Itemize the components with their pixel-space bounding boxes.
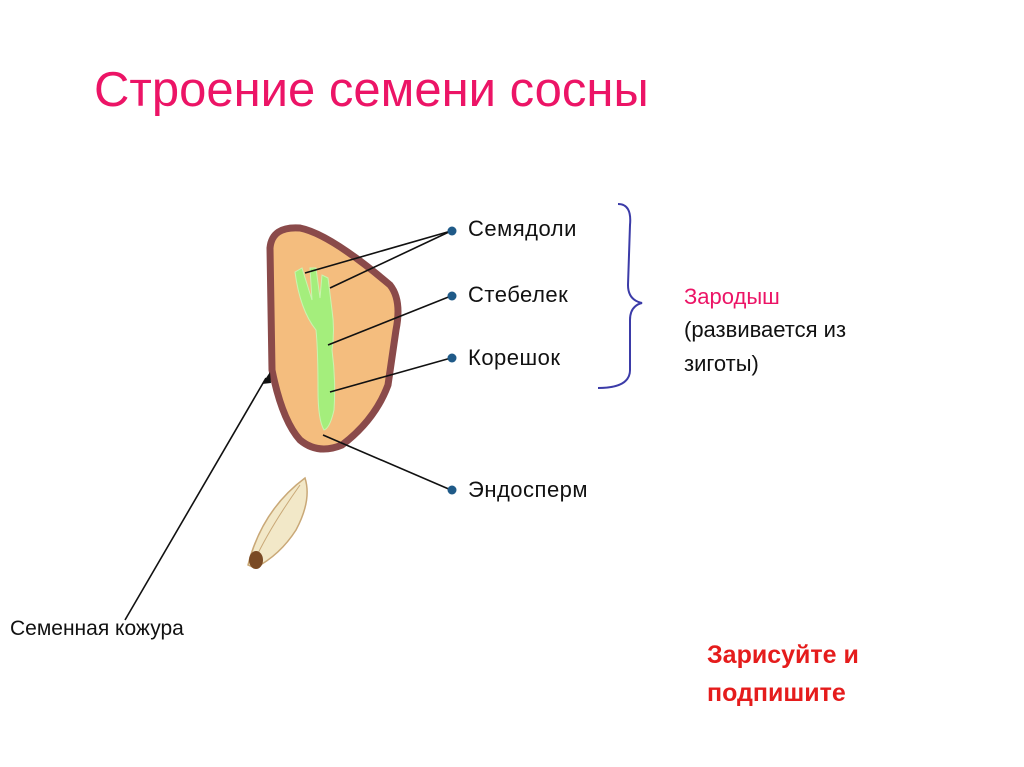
label-cotyledons: Семядоли (468, 216, 577, 241)
embryo-note-line2: зиготы) (684, 351, 759, 376)
embryo-note-line1: (развивается из (684, 317, 847, 342)
pine-seed-wing-image (247, 476, 308, 569)
label-dots (447, 226, 457, 495)
embryo-title: Зародыш (684, 284, 780, 309)
seed-body (266, 224, 402, 453)
embryo-shape (294, 267, 336, 431)
arrow-head (262, 372, 271, 384)
label-endosperm: Эндосперм (468, 477, 589, 502)
task-line2: подпишите (707, 679, 846, 707)
embryo-bracket (597, 203, 643, 389)
label-seed-coat: Семенная кожура (10, 617, 184, 640)
page-title: Строение семени сосны (94, 63, 649, 117)
label-root: Корешок (468, 345, 561, 370)
label-stem: Стебелек (468, 282, 569, 307)
task-line1: Зарисуйте и (707, 641, 859, 669)
